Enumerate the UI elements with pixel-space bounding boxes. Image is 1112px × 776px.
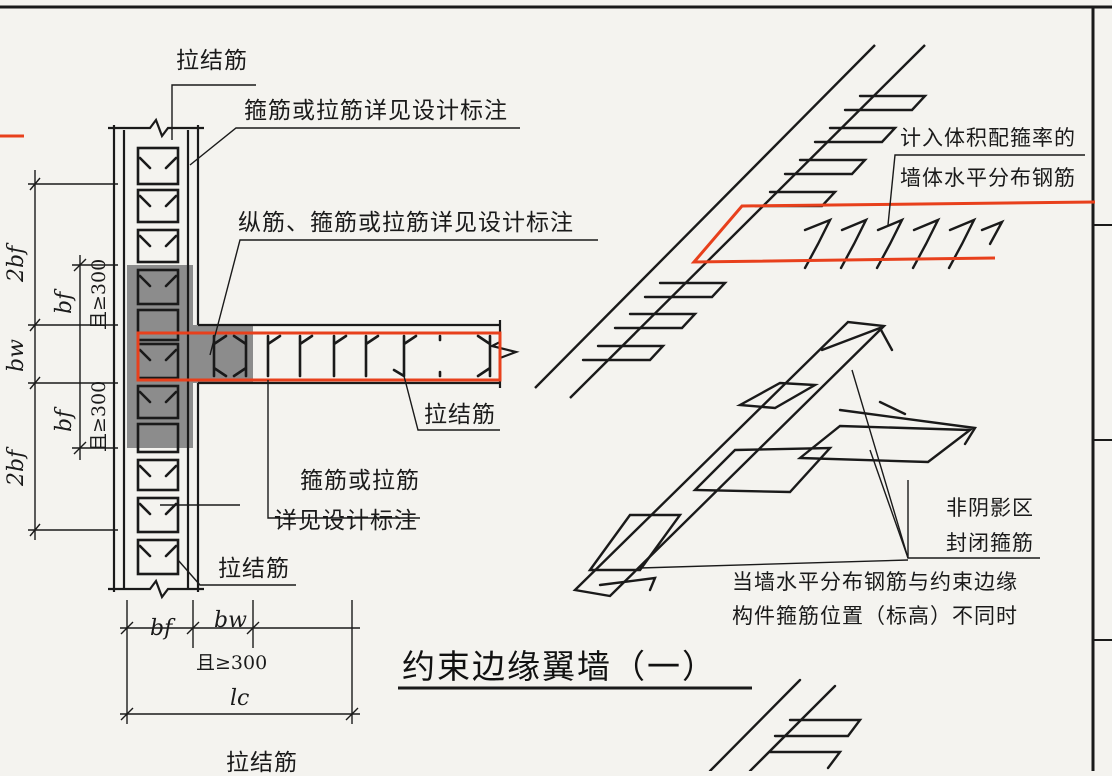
edge-tick-marks — [1093, 224, 1112, 641]
label-tie-bar-top: 拉结筋 — [176, 48, 248, 74]
leader-non-shadow — [639, 369, 1040, 569]
dim-bw-left: bw — [4, 339, 29, 372]
isometric-wall-lines-upper — [534, 44, 926, 399]
dim-2bf-upper: 2bf — [4, 245, 29, 282]
sheet-border — [0, 5, 1112, 771]
dim-bf-upper: bf — [52, 291, 77, 314]
leader-volume-ratio — [887, 154, 1085, 226]
label-volume-ratio-2: 墙体水平分布钢筋 — [900, 166, 1076, 190]
label-non-shadow-2: 封闭箍筋 — [946, 531, 1034, 555]
label-stirrup-note-top: 箍筋或拉筋详见设计标注 — [244, 98, 508, 124]
dim-2bf-lower: 2bf — [4, 449, 29, 486]
dim-ge300-lower: 且≥300 — [88, 380, 110, 452]
leader-lines-left — [160, 84, 598, 586]
flange-wall — [108, 117, 204, 600]
label-when-note-1: 当墙水平分布钢筋与约束边缘 — [732, 570, 1018, 594]
label-when-note-2: 构件箍筋位置（标高）不同时 — [732, 604, 1018, 628]
dimension-lines-left — [28, 170, 360, 724]
dim-bf-bottom: bf — [150, 616, 173, 641]
dim-bw-bottom: bw — [214, 608, 247, 633]
label-tie-bar-mid: 拉结筋 — [424, 402, 496, 428]
isometric-closed-stirrups — [572, 320, 978, 598]
red-horizontal-bar-right — [690, 200, 1096, 264]
label-stirrup-note-1: 箍筋或拉筋 — [300, 468, 420, 494]
label-longitudinal-note: 纵筋、箍筋或拉筋详见设计标注 — [238, 210, 574, 236]
drawing-title: 约束边缘翼墙（一） — [402, 647, 717, 686]
dim-ge300-upper: 且≥300 — [88, 258, 110, 330]
label-tie-bar-low: 拉结筋 — [218, 556, 290, 582]
label-tie-bar-bottom: 拉结筋 — [226, 750, 298, 776]
isometric-wall-lines-lower — [708, 678, 863, 771]
web-stirrups — [212, 334, 492, 378]
label-non-shadow-1: 非阴影区 — [946, 496, 1034, 520]
label-stirrup-note-2: 详见设计标注 — [274, 508, 418, 534]
dim-bf-lower: bf — [52, 409, 77, 432]
dim-ge300-bottom: 且≥300 — [196, 652, 268, 674]
label-volume-ratio-1: 计入体积配箍率的 — [900, 126, 1076, 150]
red-horizontal-bar-left — [136, 331, 502, 382]
dim-lc: lc — [230, 686, 250, 711]
